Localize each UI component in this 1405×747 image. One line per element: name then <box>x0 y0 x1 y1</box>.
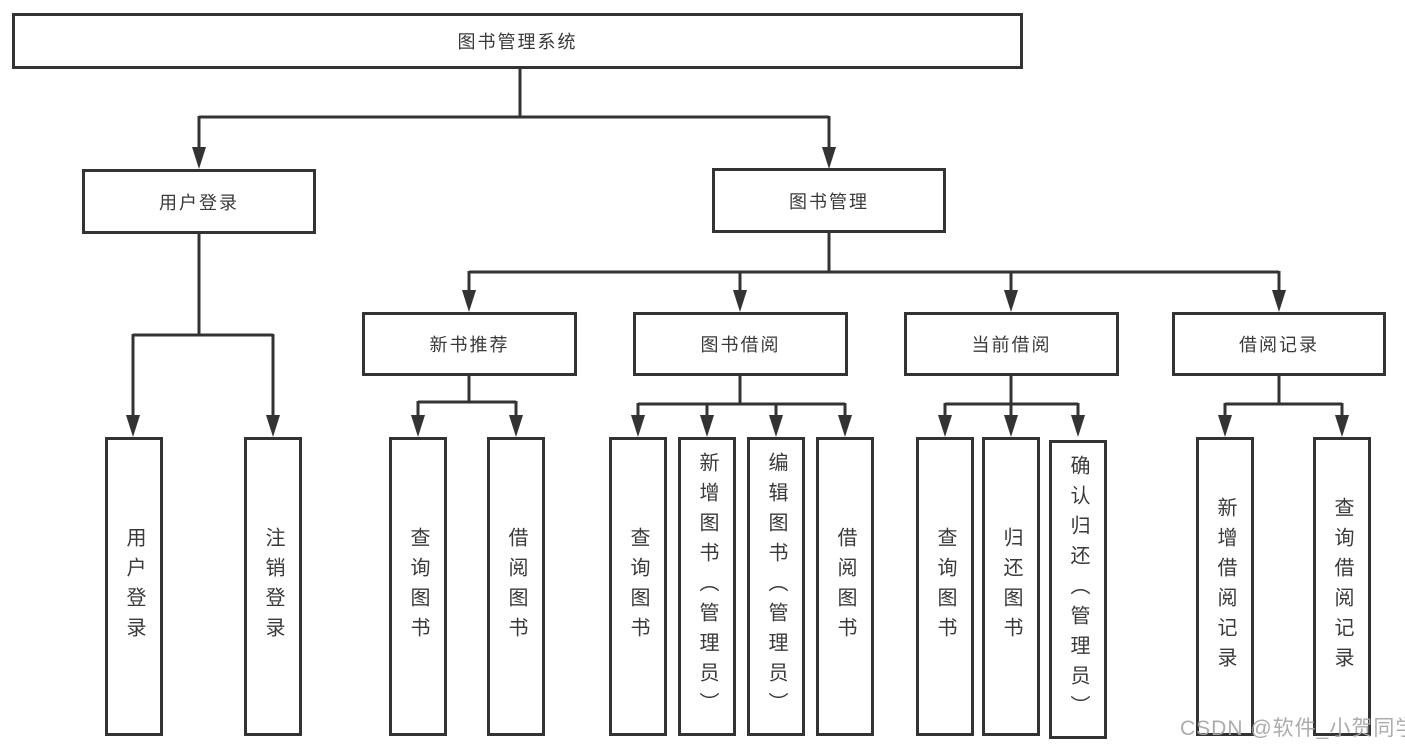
leaf-user-login: 用户登录 <box>105 437 163 736</box>
leaf-label: 确认归还（管理员） <box>1067 454 1089 725</box>
csdn-watermark: CSDN @软件_小贺同学 <box>1180 717 1405 740</box>
node-user-login-label: 用户登录 <box>159 192 239 213</box>
leaf-label: 借阅图书 <box>505 526 527 647</box>
leaf-label: 借阅图书 <box>834 526 856 647</box>
leaf-label: 查询图书 <box>407 526 429 647</box>
leaf-label: 编辑图书（管理员） <box>765 451 787 722</box>
leaf-label: 归还图书 <box>1000 526 1022 647</box>
leaf-label: 注销登录 <box>262 526 284 647</box>
leaf-records-query: 查询借阅记录 <box>1313 437 1371 736</box>
node-borrow-records: 借阅记录 <box>1172 312 1386 376</box>
node-root-label: 图书管理系统 <box>457 32 578 52</box>
leaf-current-return: 归还图书 <box>982 437 1040 736</box>
leaf-label: 查询图书 <box>627 526 649 647</box>
leaf-label: 新增图书（管理员） <box>696 451 718 722</box>
node-root: 图书管理系统 <box>12 13 1023 69</box>
leaf-label: 用户登录 <box>123 526 145 647</box>
leaf-borrow-edit: 编辑图书（管理员） <box>747 437 805 736</box>
node-user-login: 用户登录 <box>82 169 316 234</box>
node-book-borrow-label: 图书借阅 <box>700 335 781 355</box>
leaf-label: 查询借阅记录 <box>1331 496 1353 677</box>
leaf-borrow-add: 新增图书（管理员） <box>678 437 736 736</box>
node-book-borrow: 图书借阅 <box>633 312 848 376</box>
arrowheads <box>126 147 1349 437</box>
node-current-borrow-label: 当前借阅 <box>971 335 1052 355</box>
node-current-borrow: 当前借阅 <box>904 312 1119 376</box>
leaf-newbooks-borrow: 借阅图书 <box>487 437 545 736</box>
leaf-logout: 注销登录 <box>244 437 302 736</box>
leaf-current-confirm: 确认归还（管理员） <box>1049 440 1107 739</box>
leaf-label: 查询图书 <box>934 526 956 647</box>
leaf-borrow-book: 借阅图书 <box>816 437 874 736</box>
node-book-mgmt-label: 图书管理 <box>789 191 869 212</box>
node-new-books-label: 新书推荐 <box>429 335 510 355</box>
leaf-current-query: 查询图书 <box>916 437 974 736</box>
leaf-label: 新增借阅记录 <box>1214 496 1236 677</box>
node-borrow-records-label: 借阅记录 <box>1239 335 1319 355</box>
leaf-records-add: 新增借阅记录 <box>1196 437 1254 736</box>
leaf-borrow-query: 查询图书 <box>609 437 667 736</box>
leaf-newbooks-query: 查询图书 <box>389 437 447 736</box>
node-book-mgmt: 图书管理 <box>712 168 946 233</box>
node-new-books: 新书推荐 <box>362 312 577 376</box>
